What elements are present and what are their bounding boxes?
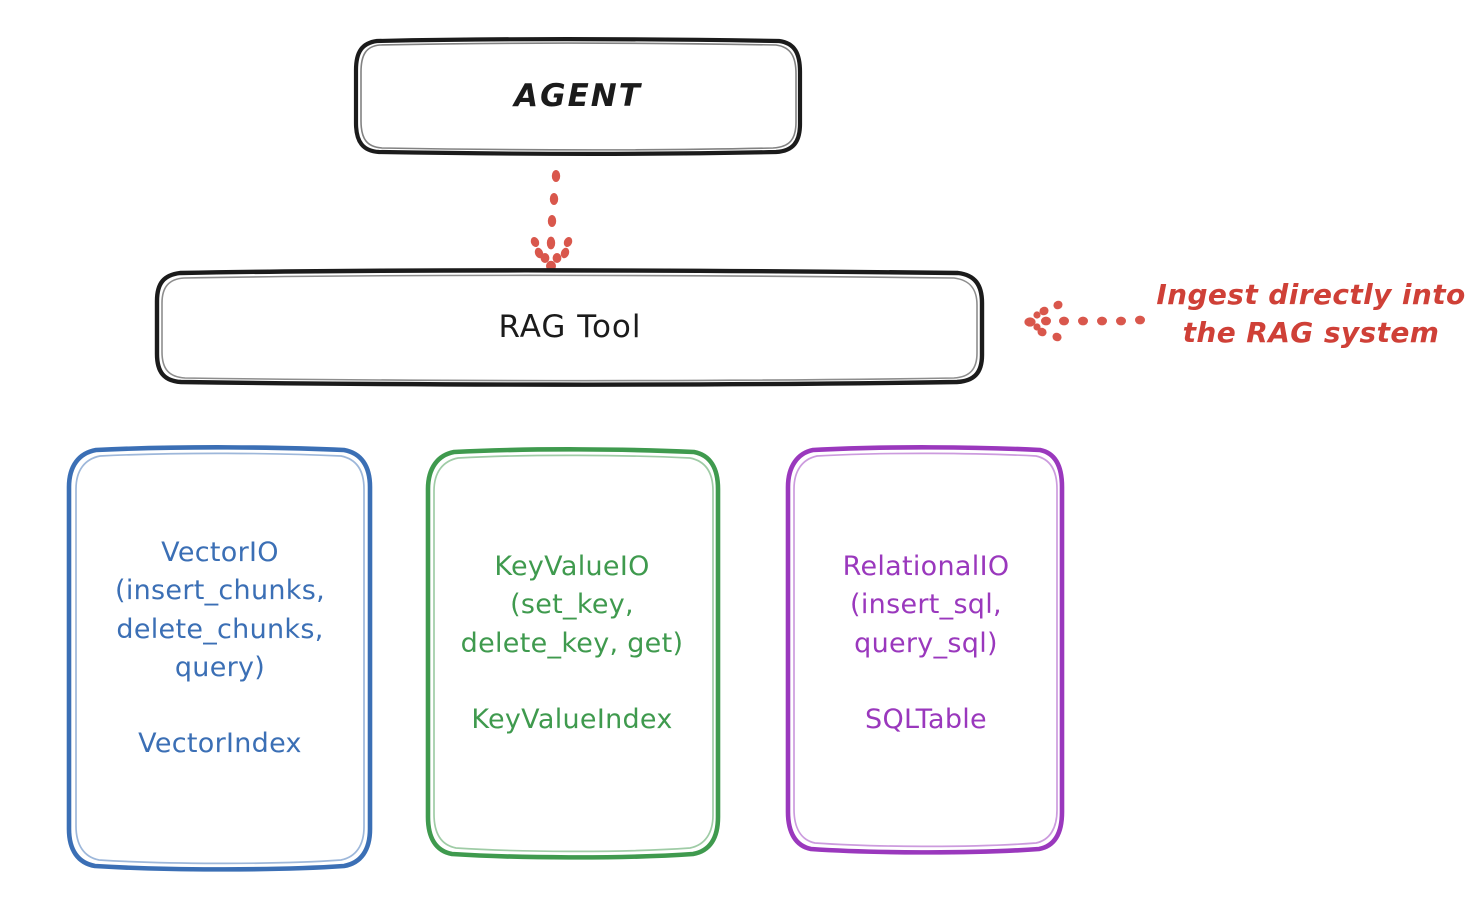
dotted-arrow-note-to-rag-icon xyxy=(1024,300,1145,342)
vector-index-label: VectorIndex xyxy=(138,728,302,760)
vector-io-label-group: VectorIO (insert_chunks, delete_chunks, … xyxy=(70,534,370,764)
key-value-index-label: KeyValueIndex xyxy=(471,703,673,735)
sql-table-label: SQLTable xyxy=(865,703,987,735)
ingest-annotation-label: Ingest directly into the RAG system xyxy=(1156,278,1466,349)
relational-io-api-label: RelationalIO (insert_sql, query_sql) xyxy=(842,551,1010,659)
rag-tool-label: RAG Tool xyxy=(498,308,642,345)
relational-io-label-group: RelationalIO (insert_sql, query_sql) SQL… xyxy=(788,548,1064,739)
key-value-io-api-label: KeyValueIO (set_key, delete_key, get) xyxy=(460,551,684,659)
vector-io-api-label: VectorIO (insert_chunks, delete_chunks, … xyxy=(115,537,325,683)
agent-label: AGENT xyxy=(514,77,642,114)
key-value-io-label-group: KeyValueIO (set_key, delete_key, get) Ke… xyxy=(424,548,720,739)
dotted-arrow-agent-to-rag-icon xyxy=(530,170,573,272)
